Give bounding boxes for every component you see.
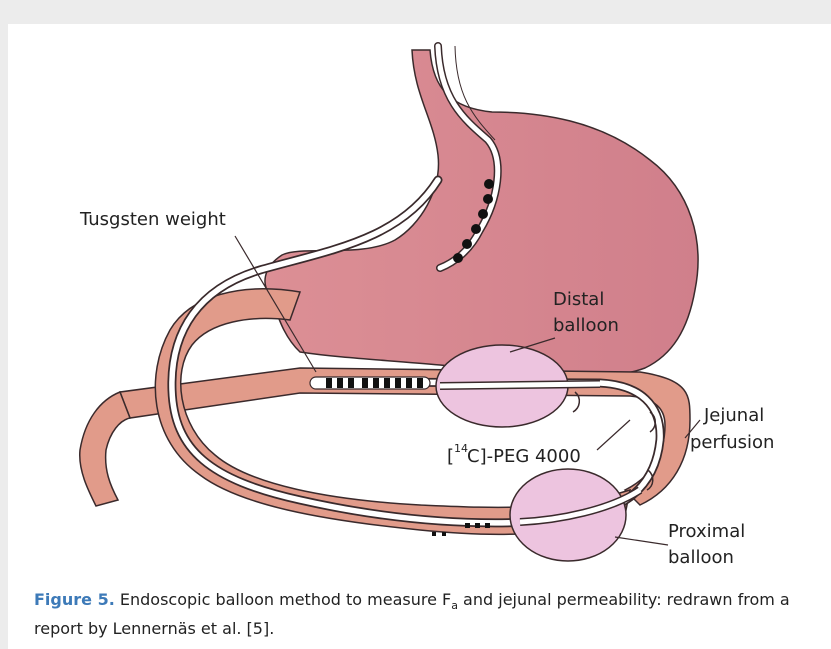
label-proximal-balloon-1: Proximal xyxy=(668,521,745,542)
label-peg: [ 14 C]-PEG 4000 xyxy=(447,442,581,467)
label-jejunal-perfusion-1: Jejunal xyxy=(703,405,764,426)
label-distal-balloon-1: Distal xyxy=(553,289,604,310)
label-jejunal-perfusion-2: perfusion xyxy=(690,432,774,453)
figure-caption: Figure 5. Endoscopic balloon method to m… xyxy=(34,588,814,640)
caption-subscript: a xyxy=(451,599,458,612)
caption-text-1: Endoscopic balloon method to measure F xyxy=(115,590,451,609)
svg-text:[: [ xyxy=(447,446,454,467)
svg-text:C]-PEG 4000: C]-PEG 4000 xyxy=(467,446,581,467)
intestine-duodenum xyxy=(80,392,130,506)
label-proximal-balloon-2: balloon xyxy=(668,547,734,568)
tungsten-weight xyxy=(310,377,430,389)
label-tungsten-weight: Tusgsten weight xyxy=(79,209,226,230)
svg-text:14: 14 xyxy=(454,442,468,455)
figure-number: Figure 5. xyxy=(34,590,115,609)
label-distal-balloon-2: balloon xyxy=(553,315,619,336)
